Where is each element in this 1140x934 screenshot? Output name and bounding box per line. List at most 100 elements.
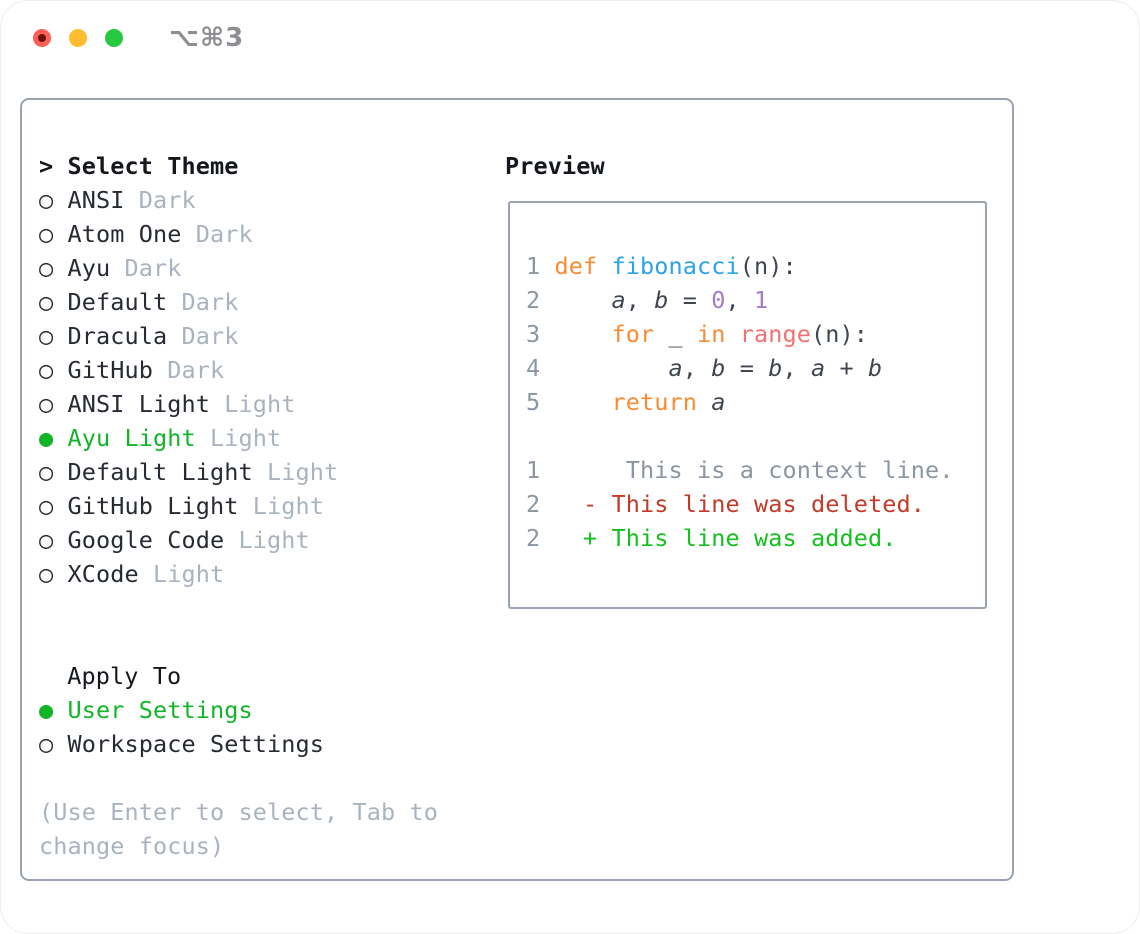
theme-option-label: Atom One bbox=[67, 220, 182, 248]
keyboard-shortcut-label: ⌥⌘3 bbox=[169, 23, 245, 53]
token-var: a bbox=[711, 388, 726, 416]
line-number: 5 bbox=[526, 388, 555, 416]
token-plain: , bbox=[782, 354, 811, 382]
theme-option-label: Default Light bbox=[67, 458, 253, 486]
theme-option[interactable]: ○ Default Dark bbox=[39, 285, 501, 319]
line-number: 4 bbox=[526, 354, 555, 382]
token-plain: (n): bbox=[739, 252, 797, 280]
token-var: a bbox=[668, 354, 683, 382]
theme-option[interactable]: ○ GitHub Dark bbox=[39, 353, 501, 387]
select-theme-header: > Select Theme bbox=[39, 149, 501, 183]
line-number bbox=[526, 422, 555, 450]
radio-icon: ○ bbox=[39, 356, 68, 384]
theme-option-label: ANSI bbox=[67, 186, 125, 214]
token-var: b bbox=[768, 354, 783, 382]
token-plain bbox=[555, 388, 612, 416]
theme-variant-label: Light bbox=[138, 560, 225, 588]
theme-option[interactable]: ○ XCode Light bbox=[39, 557, 501, 591]
radio-selected-icon: ● bbox=[39, 696, 68, 724]
theme-option-label: XCode bbox=[67, 560, 139, 588]
theme-list-column: > Select Theme ○ ANSI Dark○ Atom One Dar… bbox=[39, 149, 501, 863]
theme-picker-panel: > Select Theme ○ ANSI Dark○ Atom One Dar… bbox=[20, 98, 1014, 881]
theme-variant-label: Dark bbox=[110, 254, 182, 282]
theme-list: ○ ANSI Dark○ Atom One Dark○ Ayu Dark○ De… bbox=[39, 183, 501, 591]
line-number: 2 bbox=[526, 524, 555, 552]
token-var: b bbox=[868, 354, 883, 382]
token-num: 1 bbox=[754, 286, 769, 314]
close-dot-icon bbox=[38, 34, 46, 42]
code-line: 5 return a bbox=[526, 385, 985, 419]
radio-icon: ○ bbox=[39, 186, 68, 214]
token-plain: , bbox=[682, 354, 712, 382]
radio-icon: ○ bbox=[39, 560, 68, 588]
theme-option-label: Google Code bbox=[67, 526, 225, 554]
theme-variant-label: Light bbox=[224, 526, 310, 554]
code-line: 4 a, b = b, a + b bbox=[526, 351, 985, 385]
theme-option[interactable]: ● Ayu Light Light bbox=[39, 421, 501, 455]
line-number: 1 bbox=[526, 252, 555, 280]
token-plain: = bbox=[725, 354, 769, 382]
token-kw: def bbox=[554, 252, 598, 280]
radio-icon: ○ bbox=[39, 288, 68, 316]
theme-option-label: Ayu Light bbox=[67, 424, 196, 452]
token-builtin: range bbox=[739, 320, 811, 348]
theme-variant-label: Dark bbox=[167, 322, 239, 350]
token-plain bbox=[555, 320, 612, 348]
token-plain: , bbox=[725, 286, 754, 314]
radio-icon: ○ bbox=[39, 526, 68, 554]
token-plain bbox=[697, 388, 711, 416]
theme-option[interactable]: ○ Google Code Light bbox=[39, 523, 501, 557]
blank-line bbox=[526, 419, 985, 453]
close-button[interactable] bbox=[33, 29, 51, 47]
token-plain: , bbox=[625, 286, 655, 314]
theme-option-label: Default bbox=[67, 288, 168, 316]
apply-to-option[interactable]: ● User Settings bbox=[39, 693, 501, 727]
apply-to-list: ● User Settings○ Workspace Settings bbox=[39, 693, 501, 761]
theme-option-label: GitHub Light bbox=[67, 492, 239, 520]
radio-icon: ○ bbox=[39, 390, 68, 418]
minimize-button[interactable] bbox=[69, 29, 87, 47]
token-kw: for bbox=[611, 320, 655, 348]
theme-option[interactable]: ○ Dracula Dark bbox=[39, 319, 501, 353]
line-number: 2 bbox=[526, 286, 555, 314]
titlebar: ⌥⌘3 bbox=[1, 1, 1139, 76]
theme-option[interactable]: ○ ANSI Dark bbox=[39, 183, 501, 217]
code-line: 1 This is a context line. bbox=[526, 453, 985, 487]
line-number: 3 bbox=[526, 320, 555, 348]
line-number: 2 bbox=[526, 490, 555, 518]
token-plain bbox=[555, 286, 612, 314]
token-var: b bbox=[654, 286, 669, 314]
theme-option-label: Ayu bbox=[67, 254, 111, 282]
theme-option-label: GitHub bbox=[67, 356, 153, 384]
spacer bbox=[39, 591, 501, 625]
theme-option[interactable]: ○ Ayu Dark bbox=[39, 251, 501, 285]
header-caret-icon: > bbox=[39, 152, 68, 180]
radio-icon: ○ bbox=[39, 458, 68, 486]
radio-icon: ○ bbox=[39, 730, 68, 758]
zoom-button[interactable] bbox=[105, 29, 123, 47]
theme-option[interactable]: ○ ANSI Light Light bbox=[39, 387, 501, 421]
theme-option[interactable]: ○ GitHub Light Light bbox=[39, 489, 501, 523]
token-plain bbox=[726, 320, 740, 348]
theme-variant-label: Light bbox=[209, 390, 296, 418]
token-num: 0 bbox=[711, 286, 726, 314]
token-kw: in bbox=[697, 320, 726, 348]
theme-variant-label: Dark bbox=[167, 288, 239, 316]
theme-option[interactable]: ○ Default Light Light bbox=[39, 455, 501, 489]
select-theme-title: Select Theme bbox=[67, 152, 239, 180]
hint-line-1: (Use Enter to select, Tab to bbox=[39, 798, 438, 826]
token-plain: _ bbox=[654, 320, 697, 348]
line-number: 1 bbox=[526, 456, 555, 484]
apply-to-option[interactable]: ○ Workspace Settings bbox=[39, 727, 501, 761]
token-plain: + bbox=[825, 354, 868, 382]
code-line: 1 def fibonacci(n): bbox=[526, 249, 985, 283]
token-var: a bbox=[611, 286, 626, 314]
token-fn: fibonacci bbox=[611, 252, 740, 280]
token-var: a bbox=[811, 354, 826, 382]
code-line: 2 - This line was deleted. bbox=[526, 487, 985, 521]
theme-variant-label: Light bbox=[195, 424, 282, 452]
theme-option[interactable]: ○ Atom One Dark bbox=[39, 217, 501, 251]
theme-variant-label: Dark bbox=[124, 186, 196, 214]
code-line: 3 for _ in range(n): bbox=[526, 317, 985, 351]
